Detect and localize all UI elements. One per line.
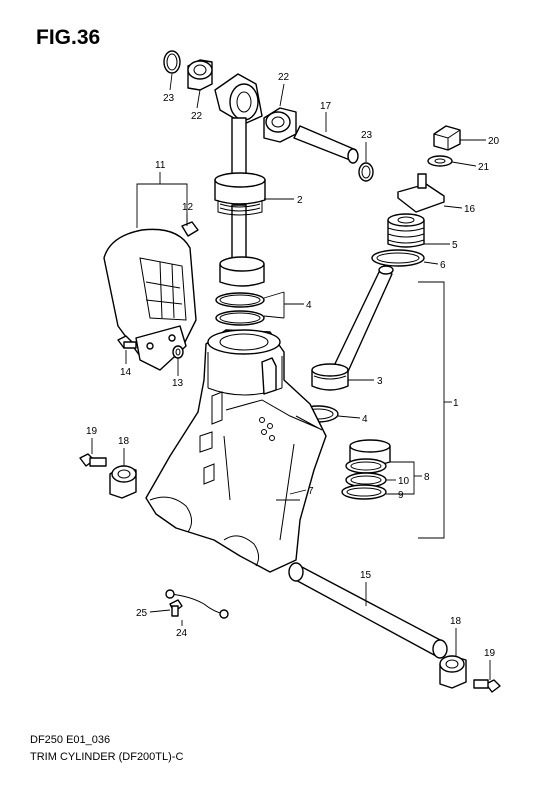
callout-14: 14: [120, 367, 132, 378]
part-piston-rod[interactable]: [231, 117, 247, 266]
callout-3: 3: [377, 376, 383, 387]
callout-2: 2: [297, 195, 303, 206]
callout-4-upper: 4: [306, 300, 312, 311]
part-nut[interactable]: [433, 125, 461, 151]
part-ground-lead[interactable]: [165, 589, 229, 619]
part-clip[interactable]: [181, 221, 199, 237]
part-bolt-left[interactable]: [79, 453, 107, 467]
part-bushing-top-left[interactable]: [187, 59, 213, 91]
part-o-rings-upper[interactable]: [215, 292, 265, 326]
callout-9: 9: [398, 490, 404, 501]
callout-22-top-left: 22: [191, 111, 203, 122]
part-bushing-top-right[interactable]: [263, 107, 297, 143]
callout-8: 8: [424, 472, 430, 483]
figure-caption: TRIM CYLINDER (DF200TL)-C: [30, 751, 184, 763]
callout-7: 7: [308, 486, 314, 497]
part-tilt-rod[interactable]: [331, 265, 394, 377]
part-piston[interactable]: [219, 256, 265, 287]
part-lower-shaft[interactable]: [288, 562, 448, 659]
figure-code: DF250 E01_036: [30, 734, 111, 746]
callout-16: 16: [464, 204, 476, 215]
part-bushing-left[interactable]: [109, 465, 137, 499]
callout-6: 6: [440, 260, 446, 271]
part-trim-cylinder-housing[interactable]: [145, 329, 327, 573]
part-piston-rod-eye[interactable]: [214, 73, 263, 125]
callout-4-middle: 4: [362, 414, 368, 425]
part-bolt-right[interactable]: [473, 679, 501, 693]
part-manual-valve[interactable]: [397, 173, 445, 213]
part-o-ring-plug[interactable]: [371, 249, 425, 267]
part-cover[interactable]: [103, 228, 197, 371]
part-cylinder-plug[interactable]: [387, 213, 425, 248]
part-snap-ring-top-right[interactable]: [358, 162, 374, 182]
leader-lines: [91, 73, 491, 680]
callout-23-top-right: 23: [361, 130, 373, 141]
callout-21: 21: [478, 162, 490, 173]
callout-1: 1: [453, 398, 459, 409]
callout-23-top-left: 23: [163, 93, 175, 104]
callout-11: 11: [155, 160, 166, 171]
part-bushing-right[interactable]: [439, 655, 467, 689]
part-washer[interactable]: [427, 155, 453, 167]
figure-title: FIG.36: [36, 26, 101, 49]
callout-labels: 23 22 22 17 23 20 21 16 5 6 2 4 3 4 1 8 …: [120, 72, 500, 501]
callout-12: 12: [182, 202, 194, 213]
callout-10: 10: [398, 476, 410, 487]
part-bolt-ground[interactable]: [169, 599, 183, 617]
part-washer-small[interactable]: [172, 345, 184, 359]
callout-13: 13: [172, 378, 184, 389]
callout-5: 5: [452, 240, 458, 251]
callout-22-top-right: 22: [278, 72, 290, 83]
part-bolt-small[interactable]: [117, 335, 137, 349]
part-tilt-piston[interactable]: [311, 363, 349, 391]
part-seal-kit[interactable]: [341, 439, 391, 500]
part-pin-shaft[interactable]: [293, 125, 359, 164]
callout-20: 20: [488, 136, 500, 147]
part-snap-ring-top-left[interactable]: [163, 50, 181, 74]
part-cylinder-cap[interactable]: [214, 172, 266, 216]
callout-17: 17: [320, 101, 332, 112]
